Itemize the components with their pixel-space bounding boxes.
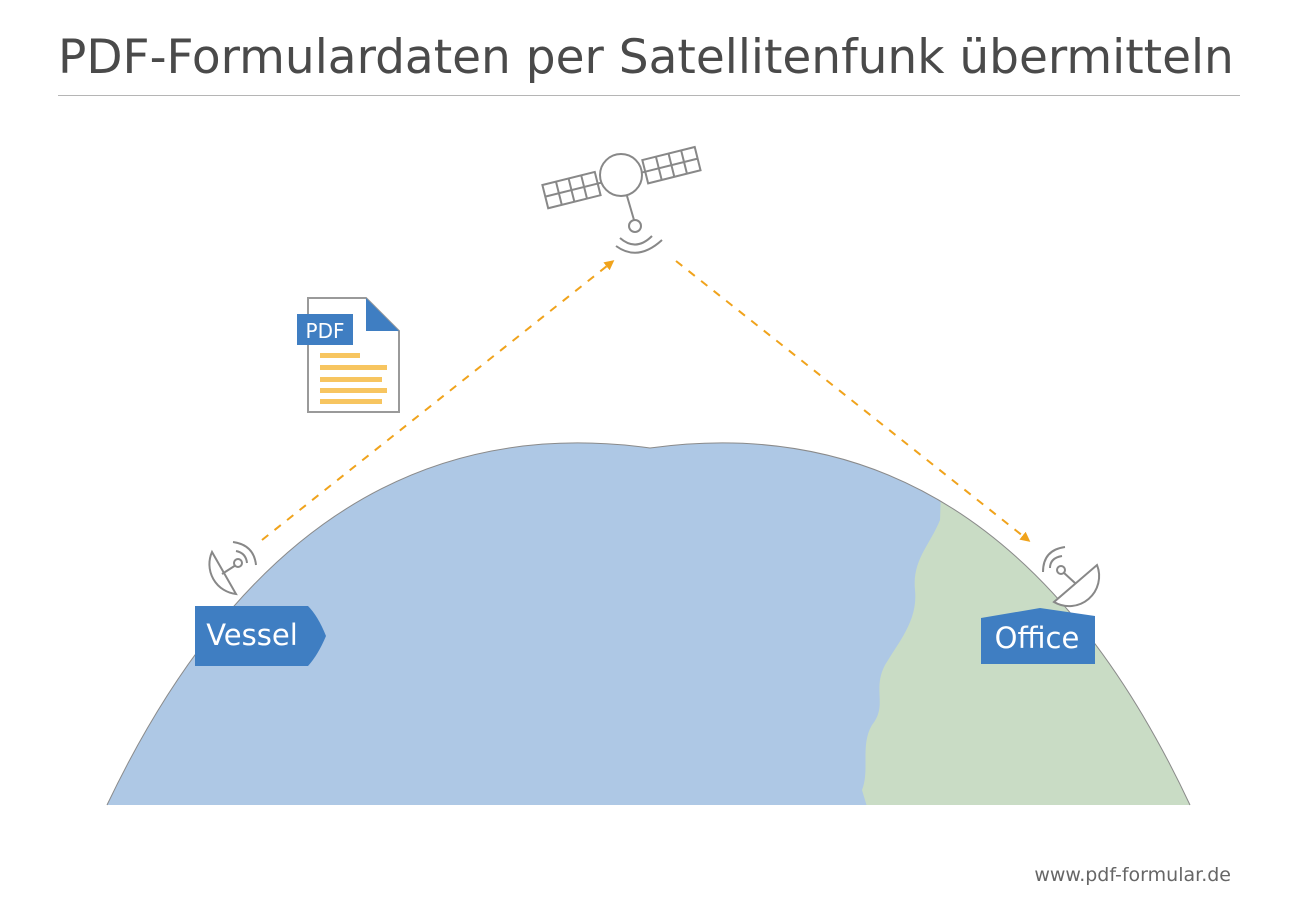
satellite-icon [541, 145, 702, 254]
uplink-arrow [261, 260, 615, 541]
globe-outline [106, 442, 1191, 806]
vessel-label-text: Vessel [206, 618, 298, 652]
vessel-label: Vessel [195, 606, 326, 666]
pdf-document-icon: PDF [297, 297, 400, 413]
downlink-arrow [675, 260, 1031, 542]
vessel-dish-icon [208, 541, 257, 596]
office-dish-icon [1042, 546, 1101, 608]
title-divider [58, 95, 1240, 96]
earth-globe [106, 442, 1191, 806]
page-title: PDF-Formulardaten per Satellitenfunk übe… [58, 30, 1234, 85]
pdf-badge-text: PDF [306, 319, 345, 343]
office-label-text: Office [995, 621, 1080, 655]
website-url: www.pdf-formular.de [1034, 864, 1231, 886]
pdf-badge [297, 314, 353, 345]
office-label: Office [981, 608, 1095, 664]
